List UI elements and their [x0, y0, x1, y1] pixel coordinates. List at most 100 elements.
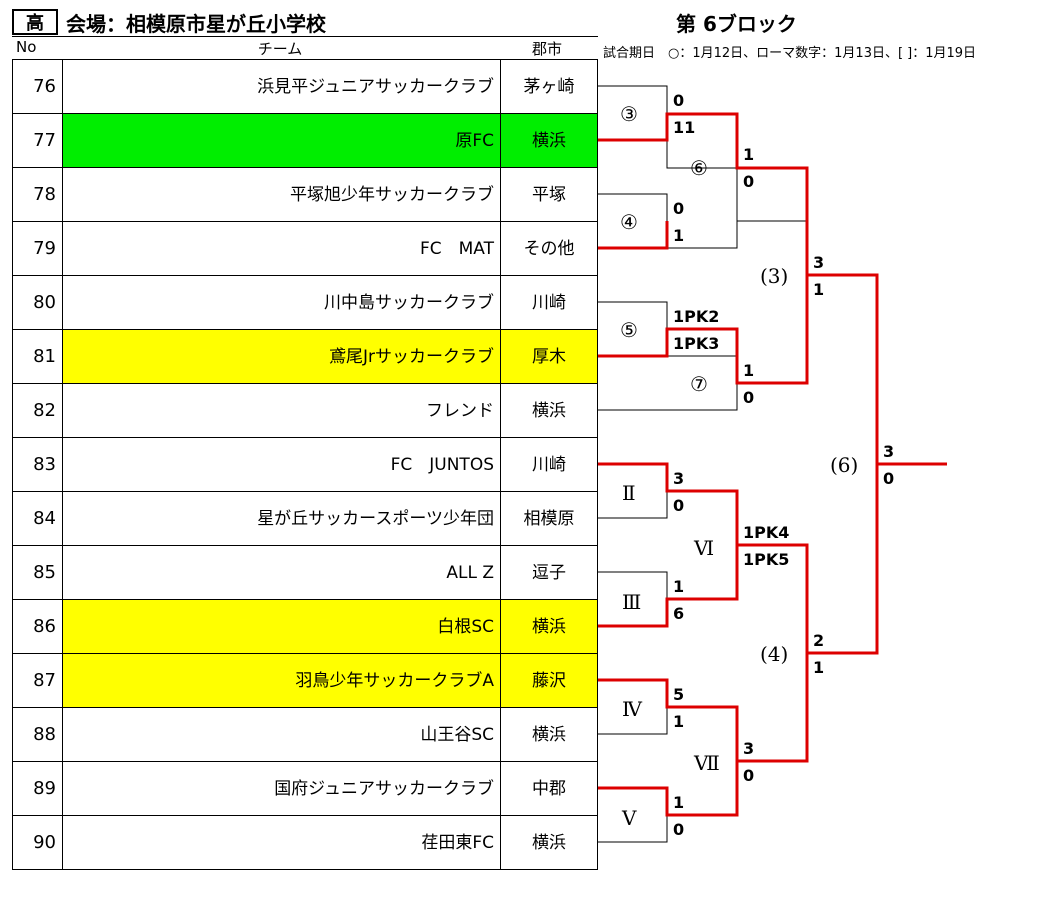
team-number: 86 — [12, 599, 62, 653]
level-badge: 高 — [12, 9, 58, 35]
team-name: 浜見平ジュニアサッカークラブ — [62, 59, 500, 113]
team-name: 平塚旭少年サッカークラブ — [62, 167, 500, 221]
match-label: Ⅱ — [622, 481, 636, 505]
match-score: 1 — [673, 712, 684, 731]
match-score: 6 — [673, 604, 684, 623]
match-score: 3 — [743, 739, 754, 758]
team-city: 横浜 — [500, 599, 598, 653]
match-score: 1 — [673, 793, 684, 812]
team-city: 藤沢 — [500, 653, 598, 707]
match-score: 3 — [813, 253, 824, 272]
team-name: 荏田東FC — [62, 815, 500, 869]
team-number: 89 — [12, 761, 62, 815]
match-score: 1 — [813, 658, 824, 677]
team-number: 80 — [12, 275, 62, 329]
team-city: 横浜 — [500, 815, 598, 869]
team-name: 羽鳥少年サッカークラブA — [62, 653, 500, 707]
team-name: FC MAT — [62, 221, 500, 275]
team-number: 90 — [12, 815, 62, 869]
team-city: 相模原 — [500, 491, 598, 545]
match-score: 0 — [743, 388, 754, 407]
match-score: 1 — [743, 145, 754, 164]
match-score: 1 — [673, 577, 684, 596]
match-score: 1PK4 — [743, 523, 789, 542]
team-number: 88 — [12, 707, 62, 761]
table-bottom-border — [12, 869, 598, 870]
team-city: 横浜 — [500, 383, 598, 437]
team-number: 83 — [12, 437, 62, 491]
team-city: 厚木 — [500, 329, 598, 383]
block-title: 第 6ブロック — [676, 12, 797, 36]
match-score: 0 — [673, 199, 684, 218]
team-city: 中郡 — [500, 761, 598, 815]
match-score: 2 — [813, 631, 824, 650]
team-city: 茅ヶ崎 — [500, 59, 598, 113]
match-score: 1PK5 — [743, 550, 789, 569]
column-header-team: チーム — [257, 40, 303, 58]
match-score: 11 — [673, 118, 695, 137]
match-label: ④ — [620, 210, 638, 234]
match-score: 1 — [673, 226, 684, 245]
team-number: 82 — [12, 383, 62, 437]
match-label: (6) — [830, 453, 858, 477]
match-score: 0 — [673, 820, 684, 839]
match-label: (3) — [760, 264, 788, 288]
match-label: ③ — [620, 102, 638, 126]
match-label: ⑥ — [690, 156, 708, 180]
match-score: 1PK2 — [673, 307, 719, 326]
team-city: 川崎 — [500, 437, 598, 491]
match-label: Ⅶ — [693, 751, 720, 775]
venue-title: 会場：相模原市星が丘小学校 — [66, 12, 326, 36]
team-number: 77 — [12, 113, 62, 167]
team-name: FC JUNTOS — [62, 437, 500, 491]
team-number: 81 — [12, 329, 62, 383]
match-label: Ⅲ — [622, 590, 641, 614]
header-divider — [12, 36, 598, 37]
match-score: 1 — [813, 280, 824, 299]
winner-path — [598, 545, 739, 628]
winner-lines — [598, 112, 947, 817]
team-name: 国府ジュニアサッカークラブ — [62, 761, 500, 815]
winner-path — [598, 761, 739, 817]
match-score: 0 — [743, 172, 754, 191]
bracket-labels: ③④⑤⑥⑦(3)ⅡⅢⅣⅤⅥⅦ(4)(6)011011PK21PK31010313… — [620, 91, 894, 839]
team-number: 85 — [12, 545, 62, 599]
match-dates-note: 試合期日 ○：1月12日、ローマ数字：1月13日、[ ]：1月19日 — [603, 46, 977, 61]
match-label: Ⅳ — [622, 697, 643, 721]
team-number: 76 — [12, 59, 62, 113]
team-city: 逗子 — [500, 545, 598, 599]
team-name: 山王谷SC — [62, 707, 500, 761]
match-score: 3 — [883, 442, 894, 461]
team-number: 87 — [12, 653, 62, 707]
team-name: 星が丘サッカースポーツ少年団 — [62, 491, 500, 545]
winner-path — [598, 112, 947, 466]
column-header-no: No — [16, 38, 37, 56]
match-label: Ⅵ — [693, 536, 714, 560]
match-score: 0 — [673, 91, 684, 110]
column-header-city: 郡市 — [532, 40, 563, 58]
winner-path — [598, 221, 669, 250]
match-score: 1PK3 — [673, 334, 719, 353]
team-name: フレンド — [62, 383, 500, 437]
team-city: その他 — [500, 221, 598, 275]
winner-path — [598, 653, 809, 763]
team-number: 84 — [12, 491, 62, 545]
match-score: 0 — [673, 496, 684, 515]
match-score: 1 — [743, 361, 754, 380]
winner-path — [598, 275, 809, 385]
